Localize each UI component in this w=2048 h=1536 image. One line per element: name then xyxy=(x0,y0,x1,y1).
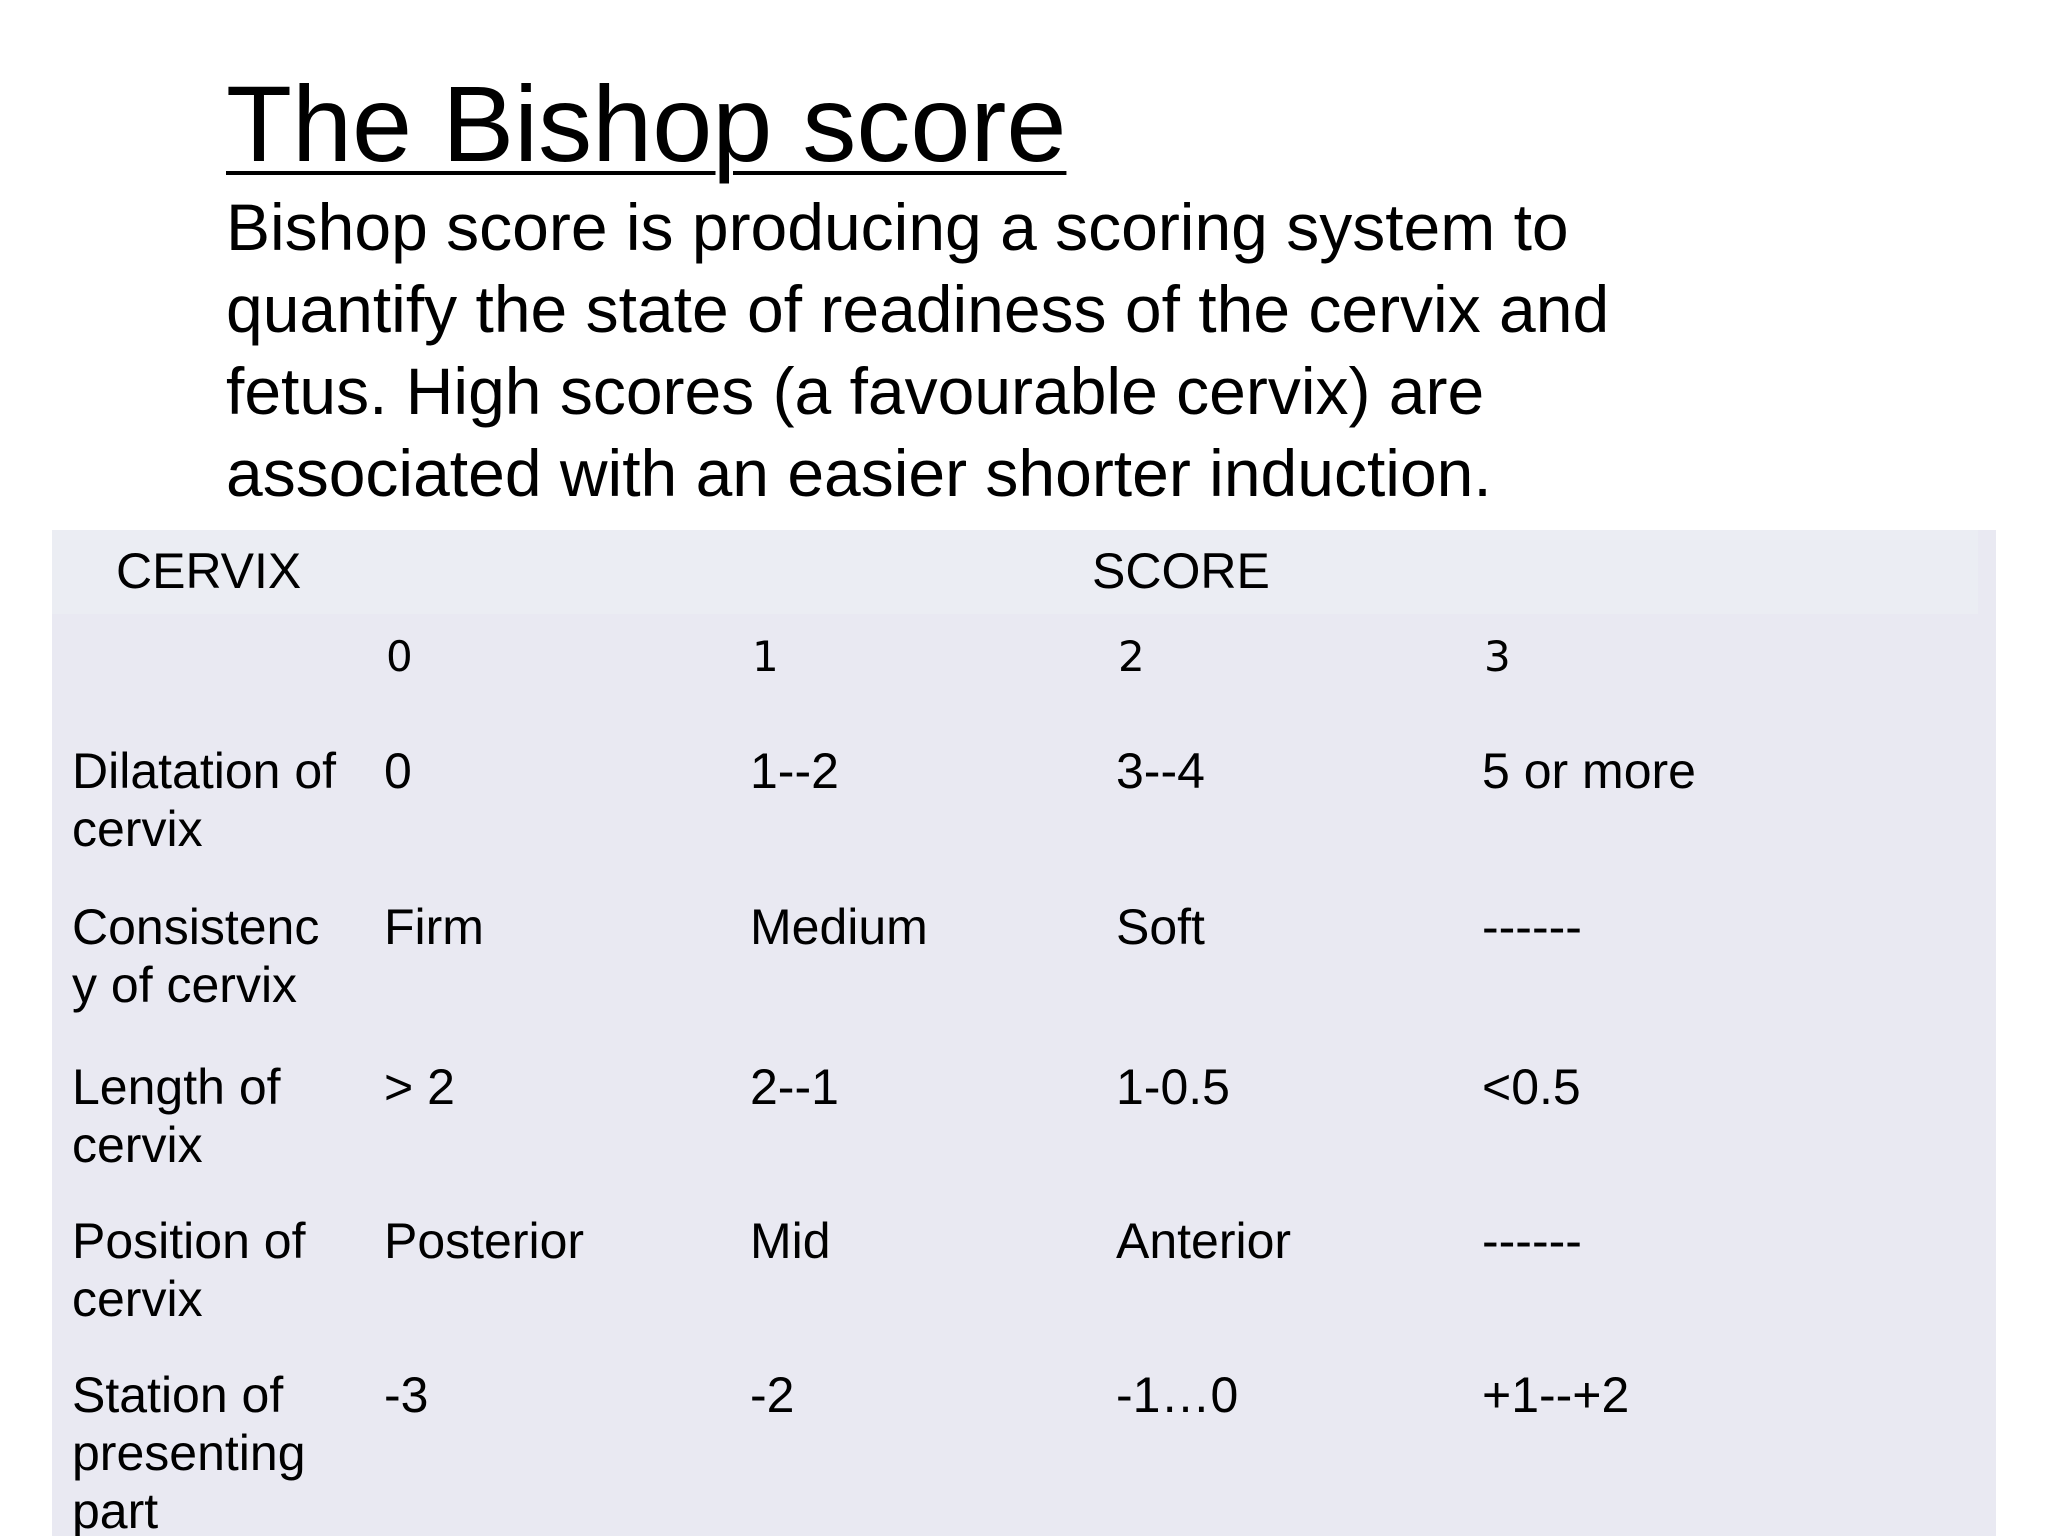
row-label-line: Station of xyxy=(72,1367,284,1423)
table-header-band xyxy=(52,530,1978,614)
table-cell: 2--1 xyxy=(750,1059,839,1115)
row-label-line: Dilatation of xyxy=(72,743,337,799)
table-cell: <0.5 xyxy=(1482,1059,1581,1115)
table-cell: ------ xyxy=(1482,899,1582,955)
intro-line: Bishop score is producing a scoring syst… xyxy=(226,190,1569,264)
score-column-2: 2 xyxy=(1118,632,1145,681)
table-cell: 3--4 xyxy=(1116,743,1205,799)
intro-paragraph: Bishop score is producing a scoring syst… xyxy=(226,186,1746,514)
intro-line: quantify the state of readiness of the c… xyxy=(226,272,1610,346)
row-label-line: cervix xyxy=(72,1117,203,1173)
score-column-0: 0 xyxy=(386,632,413,681)
intro-line: associated with an easier shorter induct… xyxy=(226,436,1492,510)
row-label-position: Position of cervix xyxy=(72,1212,305,1328)
table-cell: -1…0 xyxy=(1116,1367,1239,1423)
row-label-line: part xyxy=(72,1483,159,1536)
row-label-line: cervix xyxy=(72,1271,203,1327)
row-label-station: Station of presenting part xyxy=(72,1366,306,1536)
header-cervix: CERVIX xyxy=(116,543,302,599)
table-cell: > 2 xyxy=(384,1059,455,1115)
row-label-line: Length of xyxy=(72,1059,281,1115)
table-cell: 0 xyxy=(384,743,412,799)
table-cell: -2 xyxy=(750,1367,795,1423)
row-label-dilatation: Dilatation of cervix xyxy=(72,742,336,858)
row-label-length: Length of cervix xyxy=(72,1058,281,1174)
table-cell: 1-0.5 xyxy=(1116,1059,1230,1115)
row-label-consistency: Consistenc y of cervix xyxy=(72,898,319,1014)
table-cell: Soft xyxy=(1116,899,1205,955)
table-cell: Mid xyxy=(750,1213,831,1269)
table-cell: -3 xyxy=(384,1367,429,1423)
table-cell: Medium xyxy=(750,899,928,955)
score-column-1: 1 xyxy=(752,632,779,681)
table-cell: Posterior xyxy=(384,1213,585,1269)
table-cell: +1--+2 xyxy=(1482,1367,1630,1423)
row-label-line: cervix xyxy=(72,801,203,857)
slide-title: The Bishop score xyxy=(226,63,1067,184)
row-label-line: Position of xyxy=(72,1213,306,1269)
table-cell: Firm xyxy=(384,899,484,955)
bishop-score-table xyxy=(52,530,1996,1536)
row-label-line: y of cervix xyxy=(72,957,298,1013)
header-score: SCORE xyxy=(1092,543,1270,599)
intro-line: fetus. High scores (a favourable cervix)… xyxy=(226,354,1485,428)
table-cell: 1--2 xyxy=(750,743,839,799)
row-label-line: Consistenc xyxy=(72,899,320,955)
table-cell: Anterior xyxy=(1116,1213,1292,1269)
table-cell: ------ xyxy=(1482,1213,1582,1269)
row-label-line: presenting xyxy=(72,1425,306,1481)
score-column-3: 3 xyxy=(1484,632,1511,681)
table-cell: 5 or more xyxy=(1482,743,1696,799)
